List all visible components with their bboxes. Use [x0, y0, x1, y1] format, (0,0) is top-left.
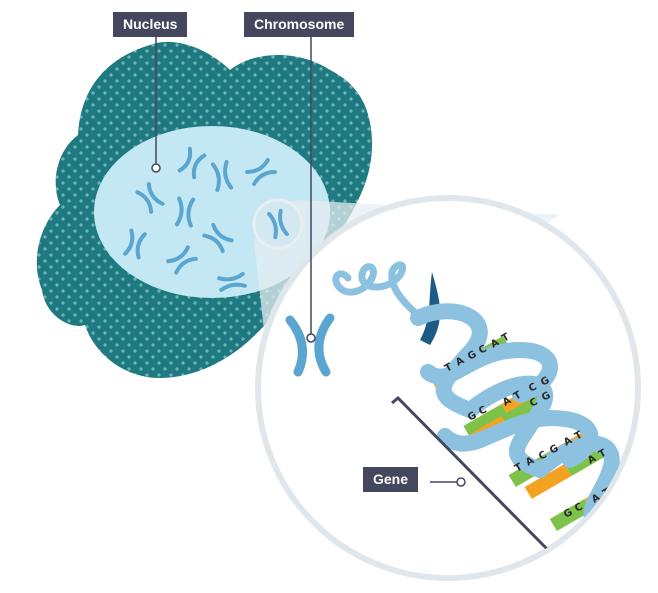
base-label: T	[500, 332, 512, 345]
base-label: T	[512, 390, 524, 403]
nucleus-pointer-dot	[151, 163, 161, 173]
magnifier-small	[252, 198, 304, 250]
chromosome-label: Chromosome	[244, 12, 355, 37]
chromatin-strand	[332, 261, 422, 319]
base-label: C	[528, 396, 540, 409]
base-label: C	[527, 381, 539, 394]
base-label: C	[477, 343, 489, 356]
base-label: T	[597, 448, 609, 461]
base-label: C	[573, 501, 585, 514]
base-label: T	[513, 462, 525, 475]
chromosome-pointer-dot	[306, 333, 316, 343]
base-label: T	[573, 430, 585, 443]
gene-pointer-dot	[456, 477, 466, 487]
base-label: C	[477, 404, 489, 417]
base-label: T	[443, 362, 455, 375]
leader-lines	[155, 37, 461, 483]
gene-label: Gene	[363, 467, 419, 492]
chromosome-group	[123, 146, 277, 292]
chromosome-magnified	[285, 313, 335, 377]
nucleus-label: Nucleus	[113, 12, 188, 37]
base-label: C	[537, 449, 549, 462]
